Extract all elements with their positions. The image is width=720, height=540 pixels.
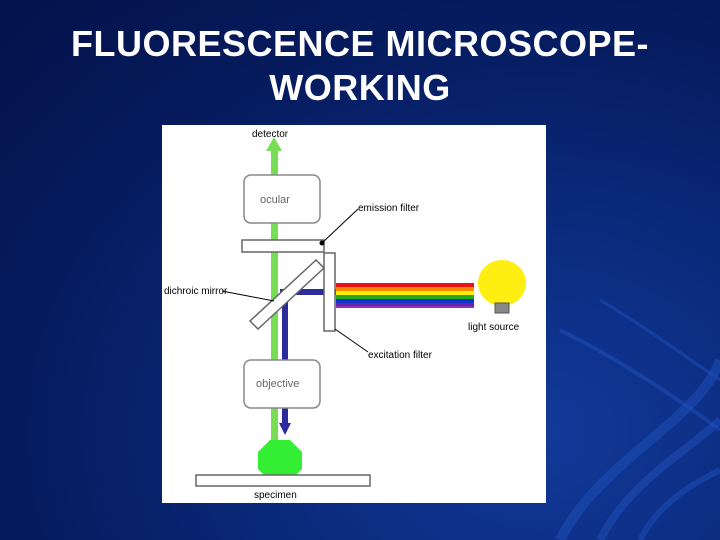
excitation-beam-vertical [282,289,288,427]
ocular-label: ocular [260,194,290,206]
spectrum-band-green [336,295,474,299]
detector-label: detector [252,129,289,140]
objective-box [243,359,321,409]
excitation-arrow-head [279,423,291,435]
dichroic-mirror-plate [248,258,326,331]
excitation-filter-plate [323,252,336,332]
specimen-label: specimen [254,490,297,501]
microscope-diagram: ocular objective detector emission filte… [162,125,546,503]
objective-label: objective [256,378,299,390]
excitation-filter-label: excitation filter [368,350,433,361]
emission-filter-label: emission filter [358,203,420,214]
light-source-label: light source [468,322,520,333]
slide-title: FLUORESCENCE MICROSCOPE- WORKING [0,22,720,110]
spectrum-band-blue [336,299,474,303]
spectrum-band-yellow [336,291,474,295]
slide-title-line-1: FLUORESCENCE MICROSCOPE- [70,23,650,64]
excitation-beam-horizontal [280,289,336,295]
spectrum-band-orange [336,287,474,291]
emission-light-beam [271,147,278,447]
specimen-sample [258,440,302,481]
light-bulb-base [494,302,510,314]
spectrum-band-red [336,283,474,287]
ocular-box [243,174,321,224]
specimen-slide [195,474,371,487]
detector-arrow-head [266,137,282,151]
emission-filter-pointer [321,208,359,244]
spectrum-band-violet [336,306,474,308]
emission-filter-plate [241,239,325,253]
slide-title-line-2: WORKING [269,67,451,108]
microscope-diagram-svg: ocular objective detector emission filte… [164,129,526,501]
spectrum-band-indigo [336,303,474,306]
excitation-filter-pointer [334,328,369,353]
light-bulb [478,260,526,306]
emission-filter-pointer-dot [319,240,325,246]
dichroic-mirror-label: dichroic mirror [164,286,228,297]
dichroic-mirror-pointer [221,290,275,302]
